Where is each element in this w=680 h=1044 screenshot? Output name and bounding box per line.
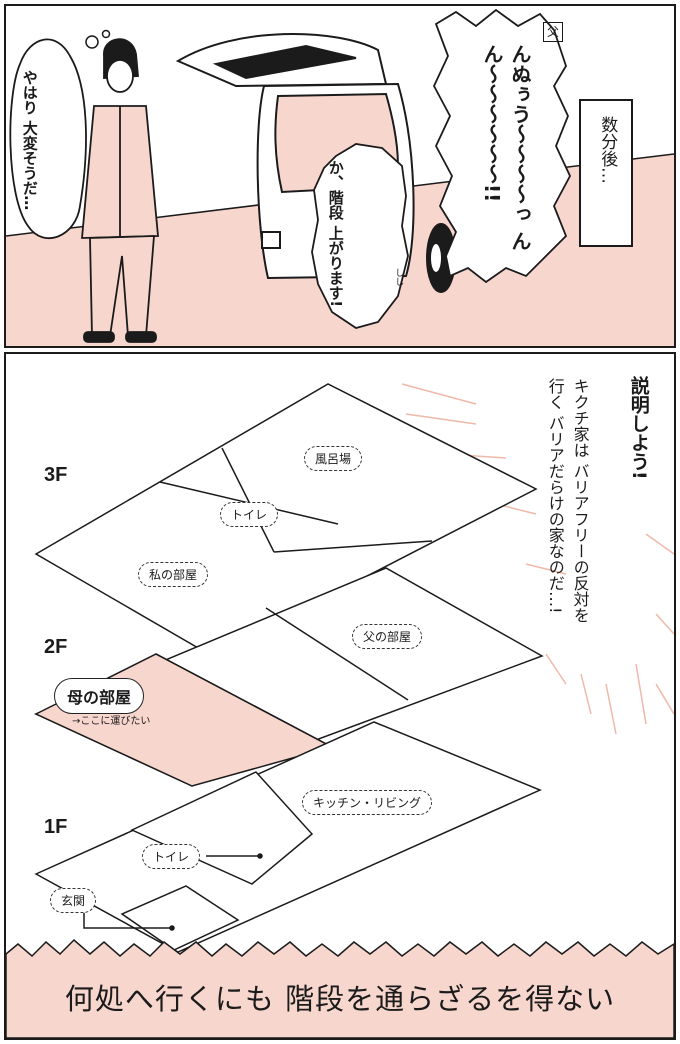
caption-band — [6, 938, 674, 1038]
shout-bubble — [432, 8, 572, 284]
floor-3f-plan — [34, 383, 538, 657]
comic-panel-2: 説明しよう! キクチ家は バリアフリーの反対を行く バリアだらけの家なのだ…! … — [4, 352, 676, 1040]
floor-label-1f: 1F — [44, 816, 68, 838]
narration-text: 数分後… — [597, 116, 618, 184]
floor-1f-plan — [34, 721, 542, 953]
room-father-room: 父の部屋 — [352, 624, 423, 649]
room-mother-room: 母の部屋 — [54, 678, 145, 714]
thought-bubble — [9, 38, 87, 239]
helper-bubble — [311, 143, 409, 329]
effort-mark: しし — [393, 268, 404, 286]
explain-text: キクチ家は バリアフリーの反対を行く バリアだらけの家なのだ…! — [545, 378, 590, 624]
room-bath: 風呂場 — [304, 446, 363, 471]
floor-label-3f: 3F — [44, 464, 68, 486]
emphasis-rays — [401, 383, 674, 735]
girl-thought-text: やはり 大変そうだ… — [20, 70, 39, 211]
room-toilet-3f: トイレ — [220, 502, 279, 527]
room-kitchen-living: キッチン・リビング — [302, 790, 433, 815]
father-shout-text: んぬぅう〜〜〜〜っ んん〜〜〜〜〜〜!! — [480, 44, 532, 251]
room-entrance: 玄関 — [50, 888, 97, 913]
comic-panel-1: やはり 大変そうだ… 父 んぬぅう〜〜〜〜っ んん〜〜〜〜〜〜!! か、階段 上… — [4, 4, 676, 348]
girl-figure — [81, 38, 159, 343]
narration-box — [579, 99, 633, 247]
room-toilet-1f: トイレ — [142, 844, 201, 869]
mother-room-note: →ここに運びたい — [72, 716, 151, 727]
floor-label-2f: 2F — [44, 636, 68, 658]
room-my-room: 私の部屋 — [138, 562, 209, 587]
bottom-caption: 何処へ行くにも 階段を通らざるを得ない — [64, 982, 616, 1016]
explain-title: 説明しよう! — [627, 376, 650, 480]
father-badge: 父 — [543, 22, 563, 42]
helper-line-text: か、階段 上がります! — [326, 160, 345, 308]
floor-plan-diagram — [6, 383, 674, 1038]
panel1-scene — [6, 8, 674, 346]
